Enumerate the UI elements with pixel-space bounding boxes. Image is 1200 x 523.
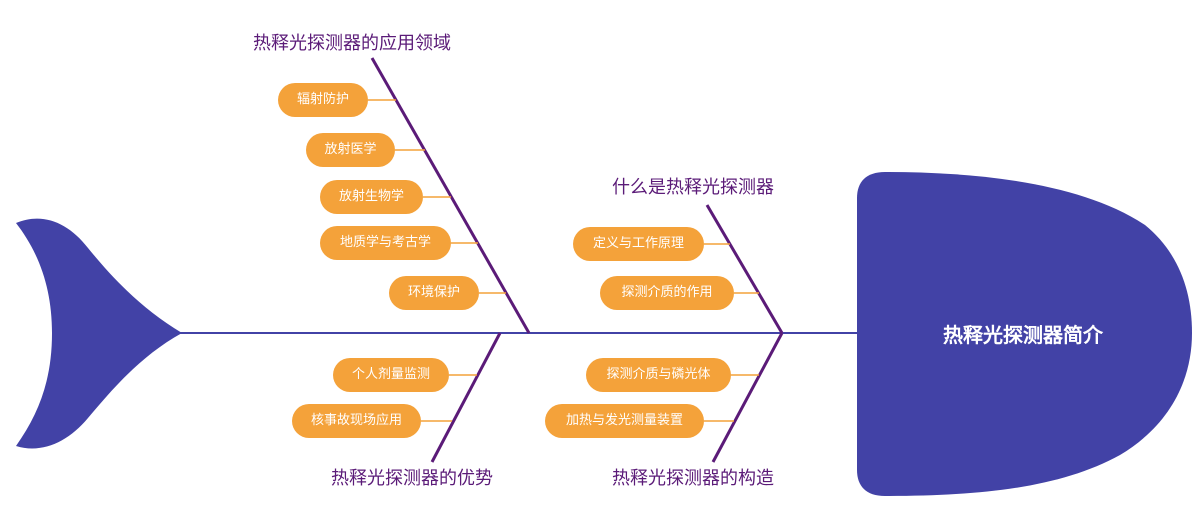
- diagram-title: 热释光探测器简介: [943, 322, 1103, 347]
- cause-pill: 探测介质与磷光体: [586, 358, 731, 392]
- fish-tail: [16, 218, 182, 449]
- bone-what-is: [705, 204, 784, 334]
- category-applications-label: 热释光探测器的应用领域: [253, 33, 451, 54]
- bone-applications: [370, 57, 531, 334]
- cause-pill: 个人剂量监测: [333, 358, 449, 392]
- category-advantages-label: 热释光探测器的优势: [331, 468, 493, 489]
- category-what-is-label: 什么是热释光探测器: [612, 177, 774, 198]
- cause-pill: 辐射防护: [278, 83, 368, 117]
- category-structure-label: 热释光探测器的构造: [612, 468, 774, 489]
- fish-head: [857, 172, 1192, 496]
- bone-structure: [711, 332, 784, 463]
- cause-pill: 核事故现场应用: [292, 404, 421, 438]
- cause-pill: 环境保护: [389, 276, 479, 310]
- cause-pill: 放射生物学: [320, 180, 423, 214]
- bone-advantages: [430, 332, 502, 463]
- cause-pill: 放射医学: [306, 133, 395, 167]
- cause-pill: 地质学与考古学: [320, 226, 451, 260]
- cause-pill: 探测介质的作用: [600, 276, 734, 310]
- cause-pill: 加热与发光测量装置: [545, 404, 704, 438]
- cause-pill: 定义与工作原理: [573, 227, 704, 261]
